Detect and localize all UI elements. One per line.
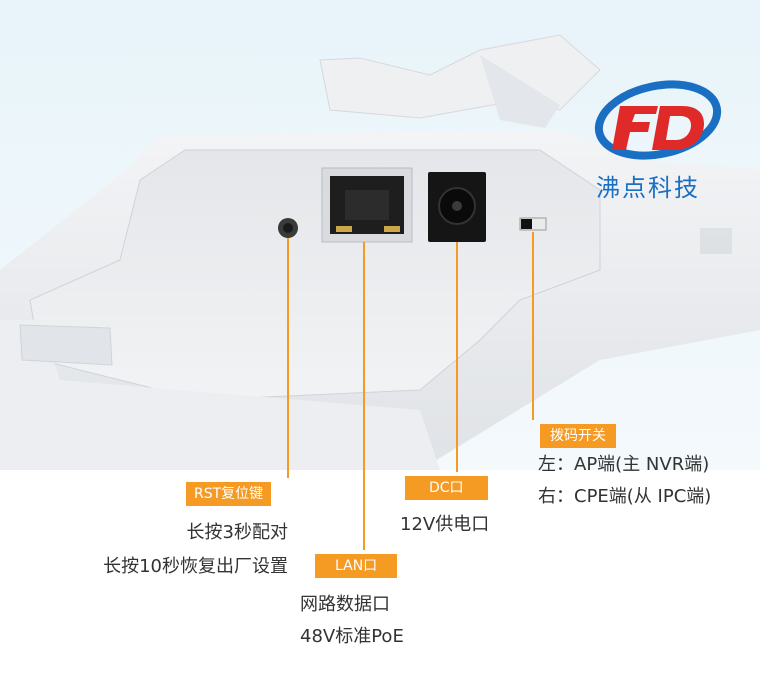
dip-callout-line — [532, 232, 534, 420]
dip-label-tag: 拨码开关 — [540, 424, 616, 448]
dip-desc-line-2: 右：CPE端(从 IPC端) — [538, 486, 712, 507]
dc-desc-line-1: 12V供电口 — [400, 514, 490, 535]
rst-label-tag: RST复位键 — [186, 482, 272, 506]
rst-desc-line-1: 长按3秒配对 — [186, 522, 288, 543]
dc-callout-line — [456, 242, 458, 472]
lan-label-tag: LAN口 — [315, 554, 398, 578]
dc-label-tag: DC口 — [405, 476, 488, 500]
brand-logo — [594, 80, 722, 160]
rst-callout-line — [287, 238, 289, 478]
dip-desc-line-1: 左：AP端(主 NVR端) — [538, 454, 710, 475]
rst-desc-line-2: 长按10秒恢复出厂设置 — [103, 556, 288, 577]
lan-callout-line — [363, 242, 365, 550]
device-photo — [0, 0, 760, 470]
lan-desc-line-2: 48V标准PoE — [300, 626, 404, 647]
lan-desc-line-1: 网路数据口 — [300, 594, 390, 615]
brand-name: 沸点科技 — [596, 174, 700, 202]
